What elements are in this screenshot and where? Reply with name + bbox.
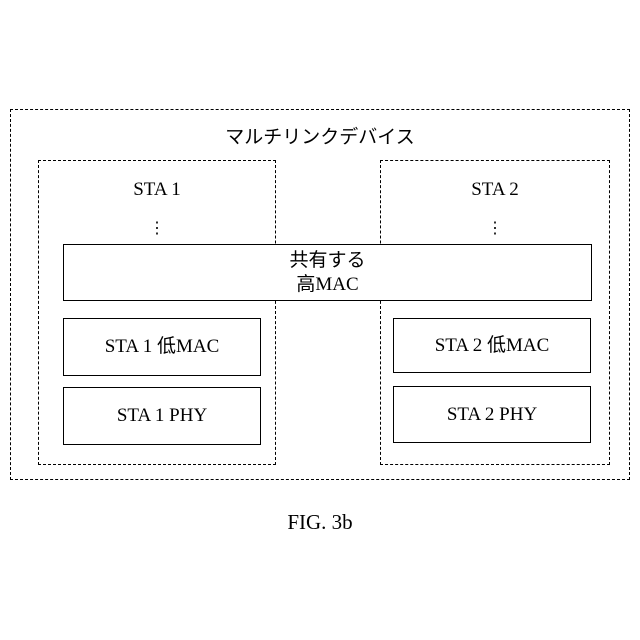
sta2-phy-box: STA 2 PHY	[393, 386, 591, 443]
sta2-low-mac-label: STA 2 低MAC	[435, 334, 550, 358]
sta1-ellipsis: ⋮	[38, 217, 276, 241]
shared-upper-mac-box: 共有する 高MAC	[63, 244, 592, 301]
sta2-phy-label: STA 2 PHY	[447, 403, 537, 427]
multi-link-device-title: マルチリンクデバイス	[10, 126, 630, 150]
sta1-title: STA 1	[38, 178, 276, 202]
shared-upper-mac-line1: 共有する	[289, 249, 365, 273]
sta1-phy-box: STA 1 PHY	[63, 387, 261, 445]
shared-upper-mac-line2: 高MAC	[296, 273, 358, 297]
sta2-title: STA 2	[380, 178, 610, 202]
sta1-low-mac-label: STA 1 低MAC	[105, 335, 220, 359]
sta1-low-mac-box: STA 1 低MAC	[63, 318, 261, 376]
sta2-ellipsis: ⋮	[380, 217, 610, 241]
sta1-phy-label: STA 1 PHY	[117, 404, 207, 428]
sta2-low-mac-box: STA 2 低MAC	[393, 318, 591, 373]
figure-caption: FIG. 3b	[0, 510, 640, 535]
